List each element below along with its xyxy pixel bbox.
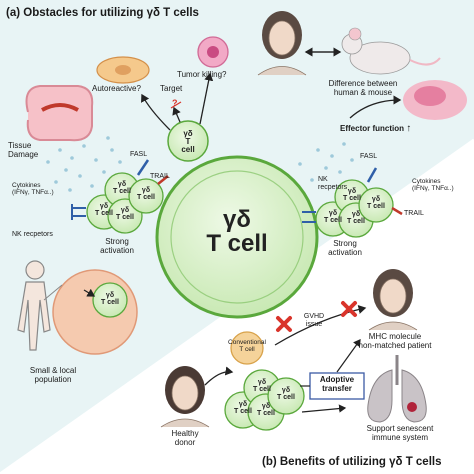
tumor-killing-label: Tumor killing? <box>177 70 227 79</box>
question-mark: ? <box>172 98 178 108</box>
trail-label-a: TRAIL <box>150 173 170 180</box>
trail-label-b: TRAIL <box>404 210 424 217</box>
human-face-icon <box>257 11 307 76</box>
donor-cell-cluster <box>224 369 305 431</box>
activated-cluster-b <box>302 167 403 238</box>
cytokine-dots-a <box>46 136 122 192</box>
human-body-icon <box>17 260 51 351</box>
gvhd-x-icon <box>276 301 357 332</box>
effector-function-label: Effector function ↑ <box>340 123 412 134</box>
center-cell <box>155 155 319 319</box>
cytokines-label-a: Cytokines(IFNγ, TNFα..) <box>12 182 54 197</box>
intestine-icon <box>25 85 94 142</box>
donor-face-icon <box>160 366 210 428</box>
cytokines-label-b: Cytokines(IFNγ, TNFα..) <box>412 178 454 193</box>
lungs-icon <box>367 355 427 423</box>
fasl-label-b: FASL <box>360 153 378 160</box>
activated-cluster-a <box>71 159 169 234</box>
autoreactive-label: Autoreactive? <box>92 84 141 93</box>
nk-receptors-label-a: NK recpetors <box>12 231 53 238</box>
top-tcell <box>167 120 209 162</box>
conventional-tcell <box>230 331 264 365</box>
fasl-label-a: FASL <box>130 151 148 158</box>
target-label: Target <box>160 84 183 93</box>
patient-face-icon <box>368 269 418 331</box>
cytokine-dots-b <box>298 142 354 182</box>
tumor-tissue-icon <box>403 80 467 120</box>
panel-b-header: (b) Benefits of utilizing γδ T cells <box>262 456 442 468</box>
mouse-icon <box>341 27 441 75</box>
panel-a-header: (a) Obstacles for utilizing γδ T cells <box>6 7 199 19</box>
small-population-circle <box>52 269 138 355</box>
